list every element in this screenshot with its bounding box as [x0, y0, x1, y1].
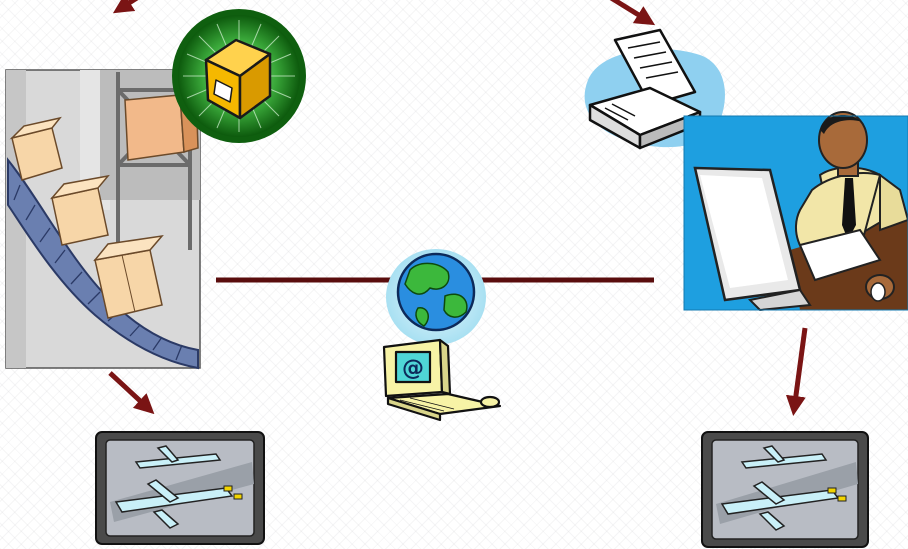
arrow-top-right [609, 0, 656, 26]
warehouse-conveyor-icon [5, 69, 201, 370]
airport-planes-icon-right [701, 431, 869, 548]
arrows [108, 0, 808, 416]
arrow-office-to-airport [785, 327, 808, 416]
airport-planes-icon [95, 431, 265, 545]
arrow-warehouse-to-airport [108, 371, 155, 415]
package-badge-icon [172, 9, 306, 143]
arrow-top-left [112, 0, 139, 14]
globe-computer-icon: @ [382, 249, 502, 422]
office-worker-computer-icon [683, 111, 908, 312]
svg-text:@: @ [402, 356, 424, 381]
